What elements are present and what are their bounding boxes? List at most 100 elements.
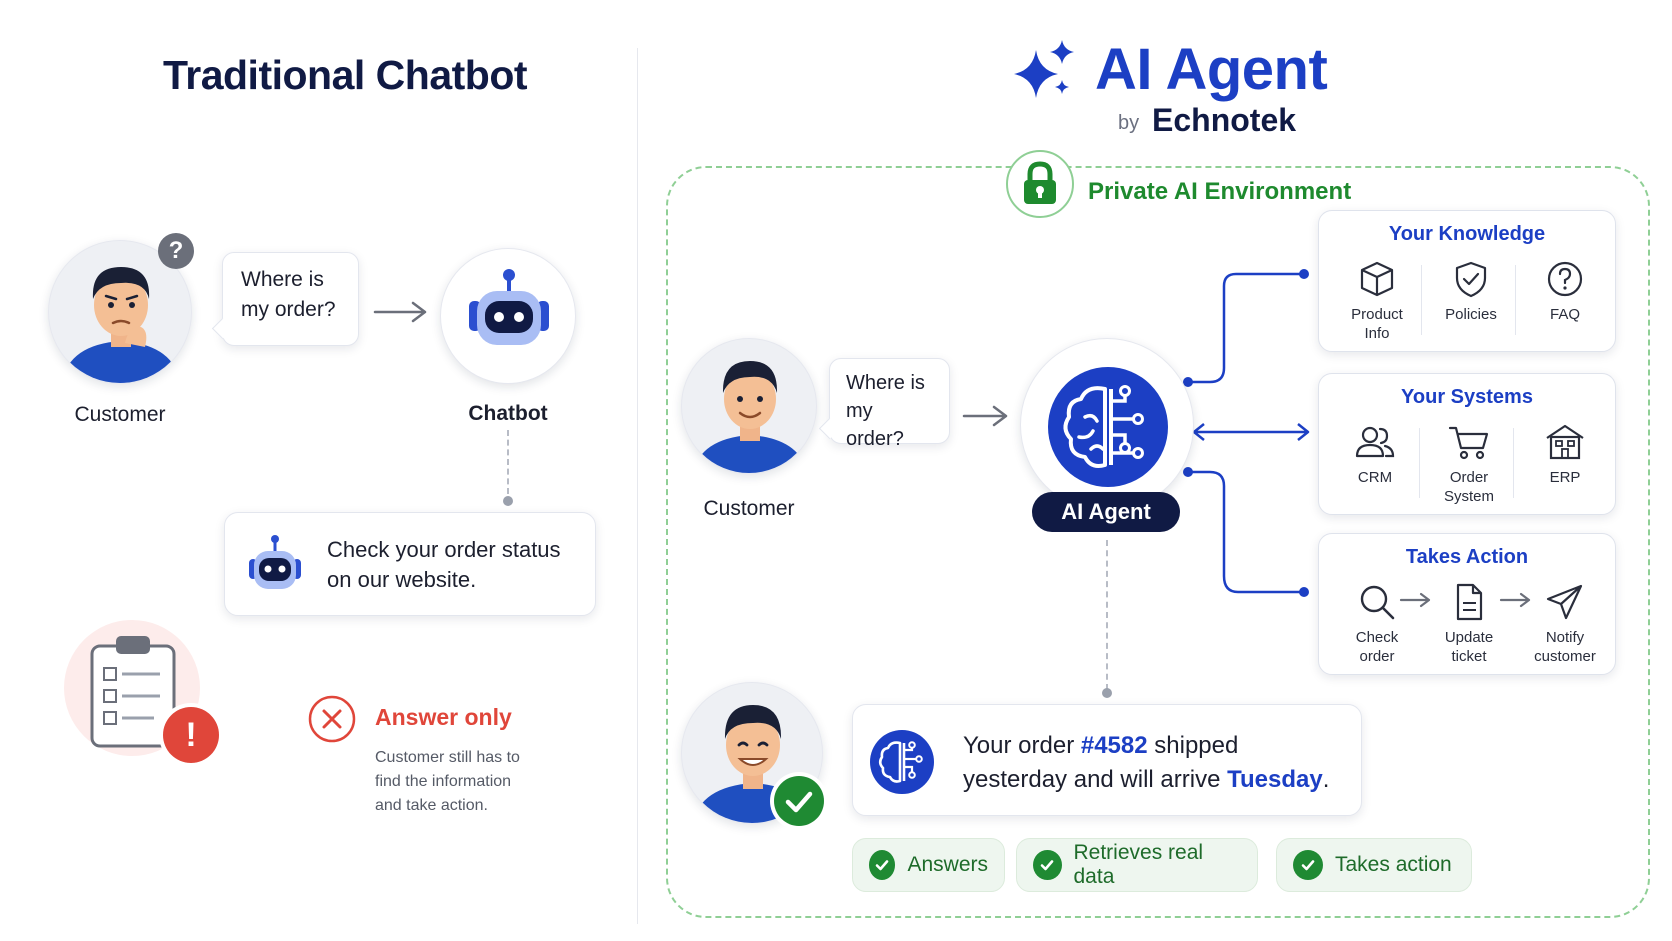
brain-circuit-icon xyxy=(1048,367,1168,487)
checkmark-icon xyxy=(785,791,813,813)
send-icon xyxy=(1546,584,1583,620)
success-check-badge xyxy=(774,776,824,826)
arrow-right-icon xyxy=(1499,592,1531,608)
connector-dot xyxy=(503,496,513,506)
right-question-bubble: Where is my order? xyxy=(829,358,950,450)
cube-icon xyxy=(1360,261,1394,297)
question-mark-badge: ? xyxy=(158,233,194,269)
brain-circuit-icon xyxy=(870,730,934,794)
knowledge-item-faq: FAQ xyxy=(1517,259,1613,324)
question-line-2: my order? xyxy=(846,400,904,450)
cart-icon xyxy=(1448,426,1489,460)
product-info-line-1: Product xyxy=(1351,306,1403,323)
benefit-label: Answers xyxy=(907,853,988,876)
benefit-label: Retrieves real data xyxy=(1073,841,1204,888)
lock-badge xyxy=(1006,150,1074,218)
order-system-line-1: Order xyxy=(1449,469,1489,486)
response-part-1: Your order xyxy=(963,732,1081,759)
brand-name: Echnotek xyxy=(1152,102,1297,138)
systems-card-title: Your Systems xyxy=(1401,386,1533,408)
ai-agent-badge: AI Agent xyxy=(1032,492,1180,532)
chatbot-reply-card: Check your order status on our website. xyxy=(224,512,596,616)
x-circle-icon xyxy=(308,695,356,743)
arrow-right-icon xyxy=(962,405,1008,427)
agent-response-text: Your order #4582 shipped yesterday and w… xyxy=(963,729,1329,797)
sparkle-icon xyxy=(1014,40,1074,98)
response-part-2: shipped xyxy=(1147,732,1239,759)
chatbot-avatar xyxy=(440,248,576,384)
faq-label: FAQ xyxy=(1549,306,1580,323)
question-line-2: my order? xyxy=(241,298,336,321)
robot-icon xyxy=(249,535,301,589)
systems-item-erp: ERP xyxy=(1517,422,1613,487)
check-order-line-1: Check xyxy=(1355,629,1399,646)
check-circle-icon xyxy=(1293,850,1323,880)
building-icon xyxy=(1546,424,1584,460)
right-customer-label: Customer xyxy=(703,497,795,520)
chatbot-dotted-connector xyxy=(507,430,509,494)
erp-label: ERP xyxy=(1549,469,1581,486)
shield-check-icon xyxy=(1455,261,1487,298)
actions-card-title: Takes Action xyxy=(1405,546,1529,568)
ai-agent-title: AI Agent xyxy=(1095,37,1328,102)
robot-icon xyxy=(469,269,549,345)
agent-response-card: Your order #4582 shipped yesterday and w… xyxy=(852,704,1362,816)
alert-exclamation-icon: ! xyxy=(163,707,219,763)
check-order-line-2: order xyxy=(1359,648,1395,665)
notify-customer-line-2: customer xyxy=(1534,648,1596,665)
benefit-label: Takes action xyxy=(1335,853,1452,876)
systems-separator xyxy=(1513,428,1514,498)
response-part-4: . xyxy=(1322,766,1330,793)
ai-agent-core xyxy=(1020,338,1194,512)
agent-connectors xyxy=(1183,269,1310,597)
systems-item-crm: CRM xyxy=(1327,422,1423,487)
update-ticket-line-1: Update xyxy=(1444,629,1494,646)
arrow-right-icon xyxy=(1399,592,1431,608)
clipboard-icon xyxy=(90,636,176,748)
section-divider xyxy=(637,48,638,924)
knowledge-item-policies: Policies xyxy=(1423,259,1519,324)
response-part-3: yesterday and will arrive xyxy=(963,766,1228,793)
action-item-notify-customer: Notify customer xyxy=(1517,582,1613,666)
traditional-chatbot-title: Traditional Chatbot xyxy=(162,52,528,98)
knowledge-card-title: Your Knowledge xyxy=(1388,223,1546,245)
private-ai-environment-label: Private AI Environment xyxy=(1088,178,1352,205)
check-circle-icon xyxy=(869,850,896,880)
search-icon xyxy=(1360,585,1395,620)
connector-dot xyxy=(1102,688,1112,698)
systems-separator xyxy=(1419,428,1420,498)
desc-line-3: and take action. xyxy=(375,797,488,814)
reply-line-1: Check your order status xyxy=(327,537,561,562)
person-icon xyxy=(693,361,807,473)
desc-line-1: Customer still has to xyxy=(375,749,520,766)
knowledge-separator xyxy=(1421,265,1422,335)
benefit-pill-takes-action: Takes action xyxy=(1276,838,1472,892)
customer-avatar xyxy=(681,338,817,474)
policies-label: Policies xyxy=(1445,306,1497,323)
left-customer-label: Customer xyxy=(74,403,166,426)
question-icon xyxy=(1547,261,1583,297)
desc-line-2: find the information xyxy=(375,773,512,790)
knowledge-separator xyxy=(1515,265,1516,335)
question-line-1: Where is xyxy=(241,268,324,291)
arrow-right-icon xyxy=(373,301,427,323)
agent-dotted-connector xyxy=(1106,540,1108,690)
private-ai-environment-box xyxy=(666,166,1650,918)
lock-icon xyxy=(1024,161,1056,204)
order-system-line-2: System xyxy=(1443,488,1494,505)
users-icon xyxy=(1355,426,1395,458)
notify-customer-line-1: Notify xyxy=(1545,629,1585,646)
reply-line-2: on our website. xyxy=(327,567,477,592)
document-icon xyxy=(1456,583,1483,621)
check-circle-icon xyxy=(1033,850,1062,880)
chatbot-label: Chatbot xyxy=(468,402,548,425)
arrival-day: Tuesday xyxy=(1227,766,1323,793)
question-line-1: Where is xyxy=(846,372,925,394)
by-label: by xyxy=(1118,112,1140,134)
crm-label: CRM xyxy=(1357,469,1393,486)
